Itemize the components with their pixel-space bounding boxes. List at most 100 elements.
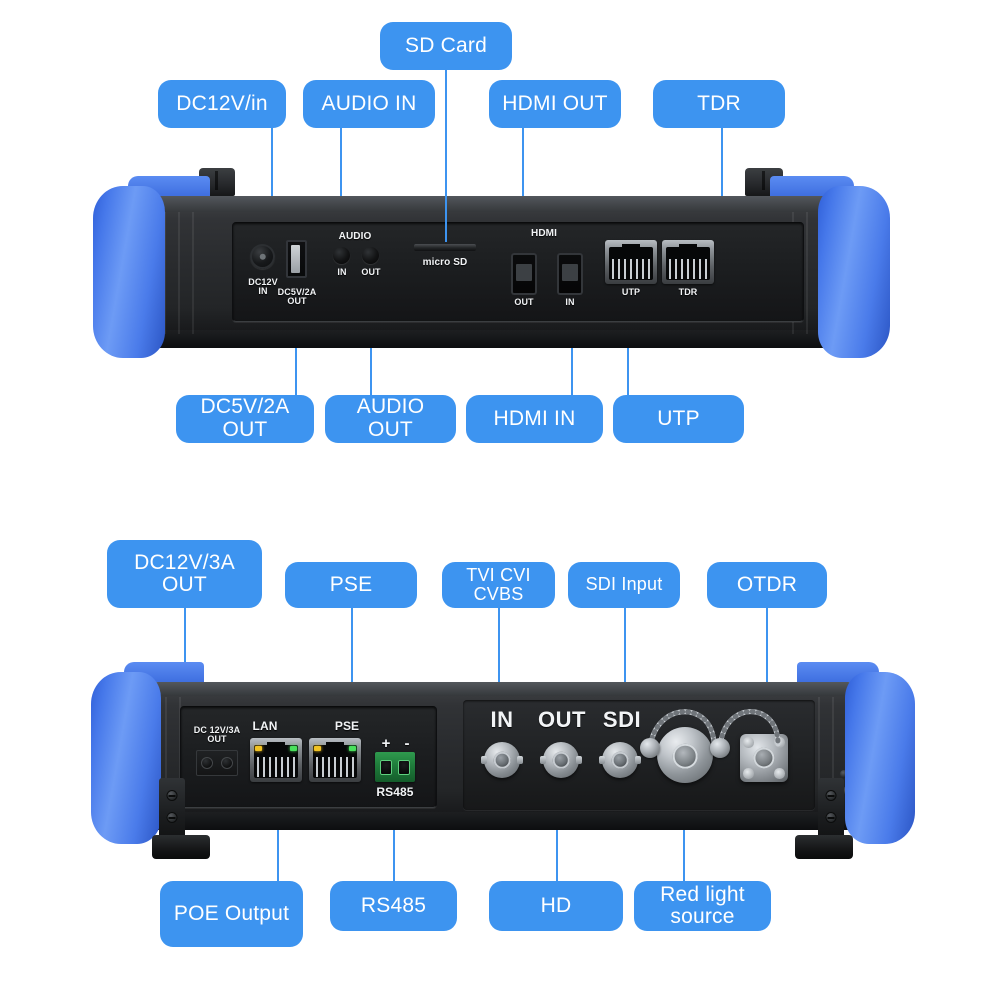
rj45-led-yellow-lan [254, 745, 262, 752]
banana-jack-positive[interactable] [201, 757, 213, 769]
silk-rs485-minus: - [404, 735, 410, 752]
dc12v-3a-out-jack-pair[interactable] [196, 750, 238, 776]
bnc-bayonet-ear-right-sdi [635, 755, 642, 765]
callout-utp[interactable]: UTP [613, 395, 744, 443]
leader-line-hd [556, 790, 558, 881]
top-device-top-edge [150, 196, 836, 212]
rubber-bumper-right-top-device [818, 186, 890, 358]
callout-sd-card[interactable]: SD Card [380, 22, 512, 70]
dust-cap-otdr[interactable] [710, 738, 730, 758]
micro-sd-card-slot[interactable] [414, 244, 476, 251]
leader-line-audio-in [340, 128, 342, 243]
bnc-connector-in[interactable] [480, 742, 524, 778]
screw-right-1 [840, 770, 848, 778]
bnc-bayonet-ear-right-in [517, 755, 524, 765]
hdmi-in-port[interactable] [557, 253, 583, 295]
bnc-bayonet-ear-left-out [539, 755, 546, 765]
bracket-screw-left-top [166, 790, 178, 801]
callout-pse[interactable]: PSE [285, 562, 417, 608]
leader-line-hdmi-out [522, 128, 524, 256]
rs485-terminal-negative[interactable] [398, 759, 411, 775]
bnc-connector-sdi[interactable] [598, 742, 642, 778]
dust-cap-chain-otdr [717, 709, 781, 751]
otdr-screw-bottom-left [743, 768, 754, 779]
rj45-led-green-lan [290, 745, 298, 752]
rj45-pins-utp [612, 259, 650, 279]
mounting-foot-left [152, 835, 210, 859]
silk-micro-sd: micro SD [422, 257, 468, 268]
leader-line-sdi-input [624, 608, 626, 743]
banana-jack-negative[interactable] [221, 757, 233, 769]
otdr-screw-top-left [743, 737, 754, 748]
callout-red-light-source[interactable]: Red light source [634, 881, 771, 931]
leader-line-dc5v-2a-out [295, 310, 297, 395]
callout-audio-out[interactable]: AUDIO OUT [325, 395, 456, 443]
rj45-pins-lan [257, 757, 295, 777]
silk-bnc-sdi: SDI [602, 707, 642, 732]
leader-line-hdmi-in [571, 303, 573, 395]
callout-dc12v-3a-out[interactable]: DC12V/3A OUT [107, 540, 262, 608]
silk-utp: UTP [621, 287, 641, 297]
right-side-screws [840, 770, 848, 804]
top-device-bottom-edge [148, 330, 838, 348]
callout-hd[interactable]: HD [489, 881, 623, 931]
silk-lan: LAN [252, 719, 278, 733]
silk-dc5v-2a-out: DC5V/2A OUT [277, 287, 317, 307]
callout-audio-in[interactable]: AUDIO IN [303, 80, 435, 128]
lan-rj45-port[interactable] [250, 738, 302, 782]
tdr-rj45-port[interactable] [662, 240, 714, 284]
silk-pse: PSE [334, 719, 360, 733]
bnc-bayonet-ear-right-out [576, 755, 583, 765]
mounting-bracket-right [818, 778, 844, 840]
callout-tdr[interactable]: TDR [653, 80, 785, 128]
bottom-device-bottom-edge [149, 812, 857, 830]
callout-rs485[interactable]: RS485 [330, 881, 457, 931]
silk-bnc-in: IN [490, 707, 514, 732]
rs485-terminal-block[interactable] [375, 752, 415, 782]
rj45-pins-tdr [669, 259, 707, 279]
dc5v-2a-out-usb-port[interactable] [286, 240, 307, 278]
pse-rj45-port[interactable] [309, 738, 361, 782]
leader-line-poe-output [277, 788, 279, 881]
bracket-screw-right-top [825, 790, 837, 801]
callout-dc5v-2a-out[interactable]: DC5V/2A OUT [176, 395, 314, 443]
rs485-terminal-positive[interactable] [379, 759, 392, 775]
bnc-bayonet-ear-left-in [480, 755, 487, 765]
mounting-foot-right [795, 835, 853, 859]
utp-rj45-port[interactable] [605, 240, 657, 284]
dust-cap-chain-red-light-source [647, 709, 717, 753]
bottom-device-top-edge [150, 682, 856, 696]
silk-hdmi-in: IN [565, 297, 575, 307]
silk-rs485-plus: + [381, 735, 391, 752]
silk-tdr: TDR [678, 287, 698, 297]
callout-sdi-input[interactable]: SDI Input [568, 562, 680, 608]
screw-right-2 [840, 787, 848, 795]
leader-line-rs485 [393, 790, 395, 881]
silk-audio-out: OUT [361, 267, 381, 277]
rj45-pins-pse [316, 757, 354, 777]
rubber-bumper-right-bottom-device [845, 672, 915, 844]
callout-tvi-cvi-cvbs[interactable]: TVI CVI CVBS [442, 562, 555, 608]
bnc-bayonet-ear-left-sdi [598, 755, 605, 765]
bracket-screw-left-bottom [166, 812, 178, 823]
callout-otdr[interactable]: OTDR [707, 562, 827, 608]
silk-rs485: RS485 [376, 785, 414, 799]
callout-poe-output[interactable]: POE Output [160, 881, 303, 947]
callout-hdmi-out[interactable]: HDMI OUT [489, 80, 621, 128]
rj45-led-green-pse [349, 745, 357, 752]
audio-out-jack[interactable] [362, 247, 379, 264]
audio-in-jack[interactable] [333, 247, 350, 264]
silk-hdmi-out: OUT [514, 297, 534, 307]
callout-dc12v-in[interactable]: DC12V/in [158, 80, 286, 128]
silk-hdmi: HDMI [531, 228, 557, 239]
silk-bnc-out: OUT [538, 707, 586, 732]
dc12v-in-barrel-jack[interactable] [250, 244, 275, 269]
dust-cap-red-light-source[interactable] [640, 738, 660, 758]
callout-hdmi-in[interactable]: HDMI IN [466, 395, 603, 443]
hdmi-out-port[interactable] [511, 253, 537, 295]
silk-audio: AUDIO [338, 231, 372, 242]
red-light-source-optical-port[interactable] [657, 727, 713, 783]
leader-line-tvi-cvi-cvbs [498, 608, 500, 718]
bnc-connector-out[interactable] [539, 742, 583, 778]
